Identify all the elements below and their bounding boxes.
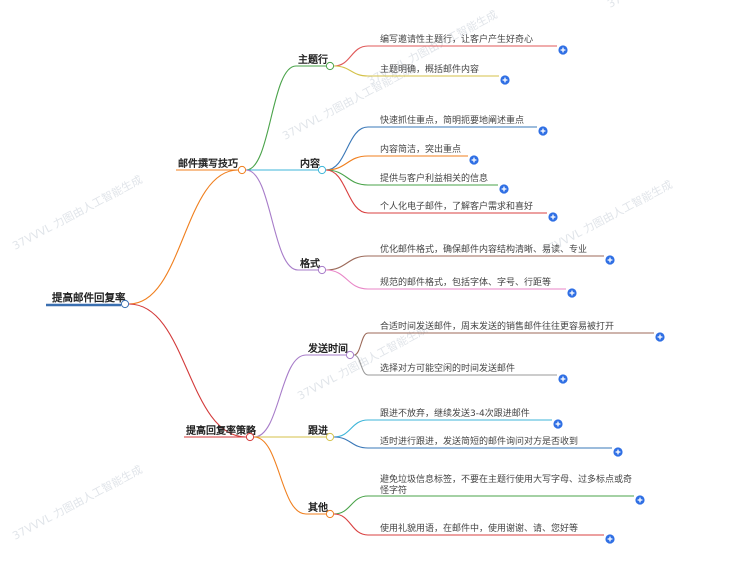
leaf-connector xyxy=(333,495,369,515)
leaf-connector xyxy=(333,436,369,449)
leaf-connector xyxy=(325,126,369,171)
watermark-text: 37VVVL 力图由人工智能生成 xyxy=(605,0,732,11)
leaf-text: 快速抓住重点，简明扼要地阐述重点 xyxy=(380,114,524,126)
leaf-connector xyxy=(325,155,369,171)
sub-label-1-1: 跟进 xyxy=(308,424,328,437)
leaf-text: 使用礼貌用语，在邮件中，使用谢谢、请、您好等 xyxy=(380,522,578,534)
leaf-connector xyxy=(325,169,369,186)
sub-label-0-2: 格式 xyxy=(300,257,320,270)
sub-label-0-0: 主题行 xyxy=(298,53,328,66)
expand-plus-icon[interactable] xyxy=(548,212,558,222)
expand-plus-icon[interactable] xyxy=(469,155,479,165)
sub-node-handle[interactable] xyxy=(317,165,327,175)
sub-node-handle[interactable] xyxy=(325,509,335,519)
watermark-text: 37VVVL 力图由人工智能生成 xyxy=(295,322,430,403)
leaf-connector xyxy=(325,169,369,214)
sub-label-1-0: 发送时间 xyxy=(307,342,348,355)
connector-layer xyxy=(128,45,654,536)
sub-connector xyxy=(245,65,297,171)
leaf-text: 避免垃圾信息标签，不要在主题行使用大写字母、过多标点或奇怪字符 xyxy=(380,473,632,496)
sub-node-handle[interactable] xyxy=(345,350,355,360)
root-node-handle[interactable] xyxy=(120,299,130,309)
sub-node-handle[interactable] xyxy=(317,265,327,275)
root-node-label: 提高邮件回复率 xyxy=(52,291,126,304)
branch-connector xyxy=(128,303,247,438)
expand-plus-icon[interactable] xyxy=(499,184,509,194)
watermark-layer: 37VVVL 力图由人工智能生成 37VVVL 力图由人工智能生成 37VVVL 力… xyxy=(10,0,732,543)
leaf-text: 选择对方可能空闲的时间发送邮件 xyxy=(380,362,515,374)
branch-node-handle[interactable] xyxy=(245,432,255,442)
leaf-text: 提供与客户利益相关的信息 xyxy=(380,172,488,184)
expand-plus-icon[interactable] xyxy=(538,126,548,136)
leaf-text: 个人化电子邮件，了解客户需求和喜好 xyxy=(380,200,533,212)
sub-connector xyxy=(245,169,299,271)
expand-plus-icon[interactable] xyxy=(635,495,645,505)
expand-plus-icon[interactable] xyxy=(553,419,563,429)
branch-label-0: 邮件撰写技巧 xyxy=(178,157,238,170)
leaf-connector xyxy=(333,65,369,77)
branch-label-1: 提高回复率策略 xyxy=(186,424,257,437)
leaf-connector xyxy=(333,419,369,438)
leaf-text: 跟进不放弃，继续发送3-4次跟进邮件 xyxy=(380,407,530,419)
sub-label-1-2: 其他 xyxy=(308,501,328,514)
node-layer: 提高邮件回复率 邮件撰写技巧 主题行 编写邀请性主题行，让客户产生好奇心主题明确，概括… xyxy=(46,33,665,544)
leaf-connector xyxy=(333,513,369,536)
expand-plus-icon[interactable] xyxy=(613,447,623,457)
expand-plus-icon[interactable] xyxy=(500,75,510,85)
sub-connector xyxy=(253,436,307,515)
expand-plus-icon[interactable] xyxy=(558,374,568,384)
expand-plus-icon[interactable] xyxy=(558,45,568,55)
leaf-connector xyxy=(333,45,369,67)
leaf-text: 编写邀请性主题行，让客户产生好奇心 xyxy=(380,33,533,45)
expand-plus-icon[interactable] xyxy=(567,288,577,298)
leaf-text: 优化邮件格式，确保邮件内容结构清晰、易读、专业 xyxy=(380,243,587,255)
leaf-text: 适时进行跟进，发送简短的邮件询问对方是否收到 xyxy=(380,435,578,447)
watermark-text: 37VVVL 力图由人工智能生成 xyxy=(10,462,145,543)
sub-connector xyxy=(253,354,307,438)
sub-label-0-1: 内容 xyxy=(300,157,320,170)
watermark-text: 37VVVL 力图由人工智能生成 xyxy=(10,172,145,253)
expand-plus-icon[interactable] xyxy=(605,534,615,544)
leaf-connector xyxy=(325,255,369,271)
sub-node-handle[interactable] xyxy=(325,61,335,71)
leaf-text: 内容简洁，突出重点 xyxy=(380,143,461,155)
leaf-text: 主题明确，概括邮件内容 xyxy=(380,63,479,75)
leaf-text: 合适时间发送邮件，周末发送的销售邮件往往更容易被打开 xyxy=(380,320,614,332)
expand-plus-icon[interactable] xyxy=(605,255,615,265)
leaf-text: 规范的邮件格式，包括字体、字号、行距等 xyxy=(380,276,551,288)
leaf-connector xyxy=(353,354,369,376)
leaf-connector xyxy=(353,332,369,356)
branch-connector xyxy=(128,169,239,305)
sub-node-handle[interactable] xyxy=(325,432,335,442)
expand-plus-icon[interactable] xyxy=(655,332,665,342)
branch-node-handle[interactable] xyxy=(237,165,247,175)
leaf-connector xyxy=(325,269,369,290)
